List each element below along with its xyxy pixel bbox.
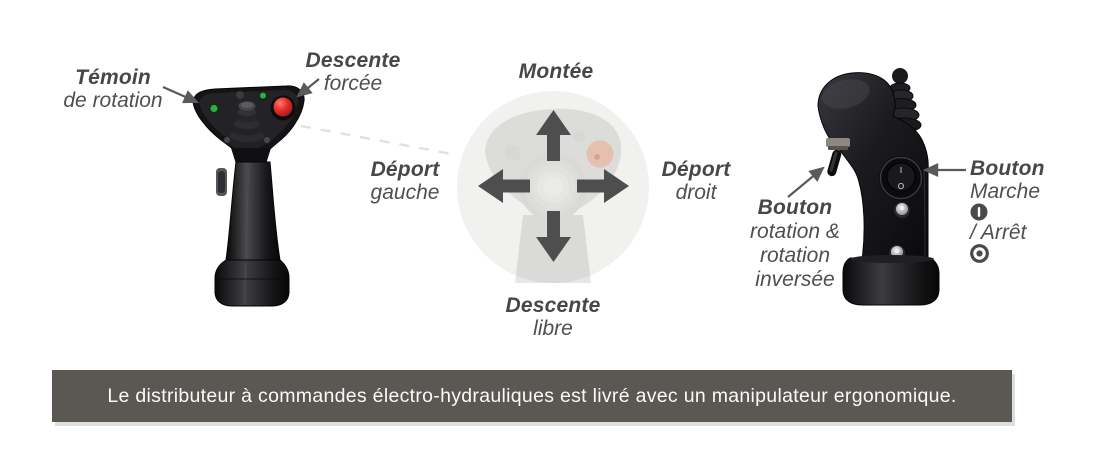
descente-forcee-title: Descente [305,49,401,72]
head-screw [236,91,244,99]
power-on-icon [970,203,988,221]
joystick-base [842,257,940,306]
temoin-rotation-label: Témoin de rotation [48,66,178,112]
left-joystick-photo [192,85,305,307]
red-button-icon [273,97,293,117]
power-switch-on-mark: I [900,166,902,175]
bouton-marche-title: Bouton [970,157,1045,180]
montee-label: Montée [476,60,636,83]
joystick-handle [225,161,281,261]
deport-gauche-label: Déport gauche [349,158,461,204]
marche-text: Marche [970,180,1041,203]
dashed-line [300,124,453,156]
direction-arrows [478,110,629,262]
bouton-rotation-line3: inversée [755,268,835,291]
power-switch: I O [879,156,923,200]
temoin-label-subtitle: de rotation [63,89,163,112]
ghost-orange-button [586,140,614,168]
toggle-switch [826,138,850,177]
deport-gauche-subtitle: gauche [370,181,440,204]
caption-banner: Le distributeur à commandes électro-hydr… [52,370,1012,422]
deport-droit-title: Déport [661,158,731,181]
descente-forcee-label: Descente forcée [288,49,418,95]
joystick-stick-nub [228,101,266,149]
temoin-label-title: Témoin [75,66,151,89]
descente-libre-label: Descente libre [490,294,616,340]
deport-droit-label: Déport droit [640,158,752,204]
montee-title: Montée [518,60,594,83]
bouton-marche-arret-label: Bouton Marche / Arrêt [970,157,1100,263]
bouton-rotation-line2: rotation [759,244,831,267]
deport-droit-subtitle: droit [675,181,717,204]
right-joystick-photo: I O [817,68,940,306]
green-led-icon [260,92,266,99]
caption-text: Le distributeur à commandes électro-hydr… [107,384,957,407]
joystick-base [214,259,290,307]
green-led-icon [210,104,218,113]
arret-text: / Arrêt [970,221,1027,244]
descente-libre-title: Descente [505,294,601,317]
descente-forcee-subtitle: forcée [323,72,383,95]
bouton-rotation-label: Bouton rotation & rotation inversée [728,196,862,292]
bouton-rotation-title: Bouton [757,196,833,219]
power-off-icon [970,244,989,263]
descente-libre-subtitle: libre [533,317,573,340]
grip-button [894,202,910,218]
right-arrow-icon [577,169,629,203]
power-switch-off-mark: O [898,182,904,191]
down-arrow-icon [536,211,571,262]
direction-diagram-circle [457,91,649,283]
bouton-rotation-line1: rotation & [750,220,840,243]
left-arrow-icon [478,169,530,203]
deport-gauche-title: Déport [370,158,440,181]
up-arrow-icon [536,110,571,161]
